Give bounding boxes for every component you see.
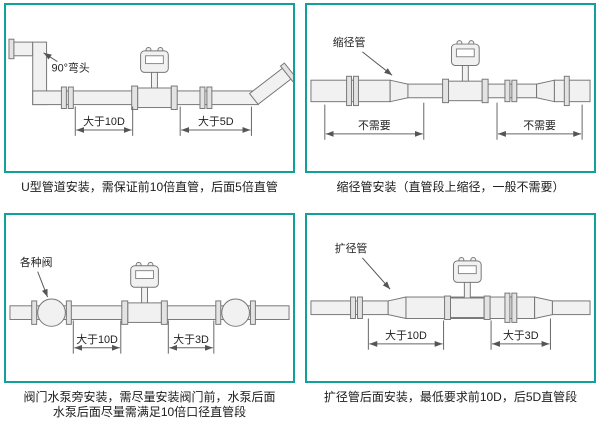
dim-label: 大于10D [76, 332, 118, 346]
dimension-10d: 大于10D [72, 320, 122, 354]
cell-u-pipe: 90°弯头 大于10D 大于5D U型管道安装，需保证前10倍直管，后面5倍直管 [4, 3, 295, 213]
caption-valve-pump: 阀门水泵旁安装，需尽量安装阀门前，水泵后面 水泵后面尽量需满足10倍口径直管段 [4, 383, 295, 423]
caption-text-line1: 阀门水泵旁安装，需尽量安装阀门前，水泵后面 [23, 390, 276, 404]
caption-text-line2: 水泵后面尽量需满足10倍口径直管段 [52, 405, 247, 419]
caption-text: 扩径管后面安装，最低要求前10D，后5D直管段 [323, 390, 578, 404]
cell-reducer: 缩径管 不需要 不需要 缩径管安装（直管段上缩径，一般不需要） [305, 3, 596, 213]
panel-u-pipe: 90°弯头 大于10D 大于5D [4, 3, 295, 173]
panel-reducer: 缩径管 不需要 不需要 [305, 3, 596, 173]
dim-label: 大于10D [83, 114, 125, 128]
dim-label: 不需要 [523, 119, 556, 132]
caption-expander: 扩径管后面安装，最低要求前10D，后5D直管段 [305, 383, 596, 423]
expander-diagram: 扩径管 大于10D 大于3D [310, 241, 591, 350]
dimension-3d: 大于3D [490, 318, 551, 350]
reducer-label-text: 缩径管 [333, 35, 366, 49]
valve-label: 各种阀 [20, 255, 53, 298]
pipe-drawing [9, 261, 290, 327]
u-pipe-diagram: 90°弯头 大于10D 大于5D [8, 38, 293, 136]
dimension-left: 不需要 [324, 102, 425, 140]
dimension-10d: 大于10D [74, 106, 134, 136]
cell-expander: 扩径管 大于10D 大于3D 扩径管后面安装，最低要求前10D，后5D直管段 [305, 213, 596, 423]
dim-label: 不需要 [358, 119, 391, 132]
panel-valve-pump: 各种阀 大于10D 大于3D [4, 213, 295, 383]
flowmeter-icon [442, 40, 489, 104]
flowmeter-icon [121, 261, 168, 325]
dimension-3d: 大于3D [167, 320, 215, 354]
dim-label: 大于3D [503, 328, 539, 342]
caption-reducer: 缩径管安装（直管段上缩径，一般不需要） [305, 173, 596, 213]
elbow-label: 90°弯头 [43, 52, 90, 74]
flowmeter-icon [131, 46, 178, 110]
dimension-5d: 大于5D [179, 106, 252, 136]
valve-pump-diagram: 各种阀 大于10D 大于3D [9, 255, 290, 354]
caption-text: 缩径管安装（直管段上缩径，一般不需要） [336, 180, 565, 194]
expander-label-text: 扩径管 [335, 241, 368, 255]
dimension-right: 不需要 [496, 102, 583, 140]
dim-label: 大于5D [198, 114, 234, 128]
panel-expander: 扩径管 大于10D 大于3D [305, 213, 596, 383]
expander-label: 扩径管 [335, 241, 391, 290]
elbow-label-text: 90°弯头 [52, 60, 90, 74]
dim-label: 大于10D [385, 328, 427, 342]
reducer-diagram: 缩径管 不需要 不需要 [310, 35, 591, 140]
pipe-drawing [310, 40, 591, 107]
flowmeter-icon [444, 256, 491, 320]
cell-valve-pump: 各种阀 大于10D 大于3D 阀门水泵旁安装，需尽量安装阀门前，水泵后面 水泵后 [4, 213, 295, 423]
pipe-drawing [310, 256, 591, 323]
dim-label: 大于3D [173, 332, 209, 346]
caption-u-pipe: U型管道安装，需保证前10倍直管，后面5倍直管 [4, 173, 295, 213]
caption-text: U型管道安装，需保证前10倍直管，后面5倍直管 [21, 180, 278, 194]
pipe-drawing [8, 38, 293, 110]
valve-label-text: 各种阀 [20, 255, 53, 269]
dimension-10d: 大于10D [367, 318, 445, 350]
reducer-label: 缩径管 [333, 35, 393, 76]
valve-icon [221, 298, 250, 327]
valve-icon [37, 298, 66, 327]
